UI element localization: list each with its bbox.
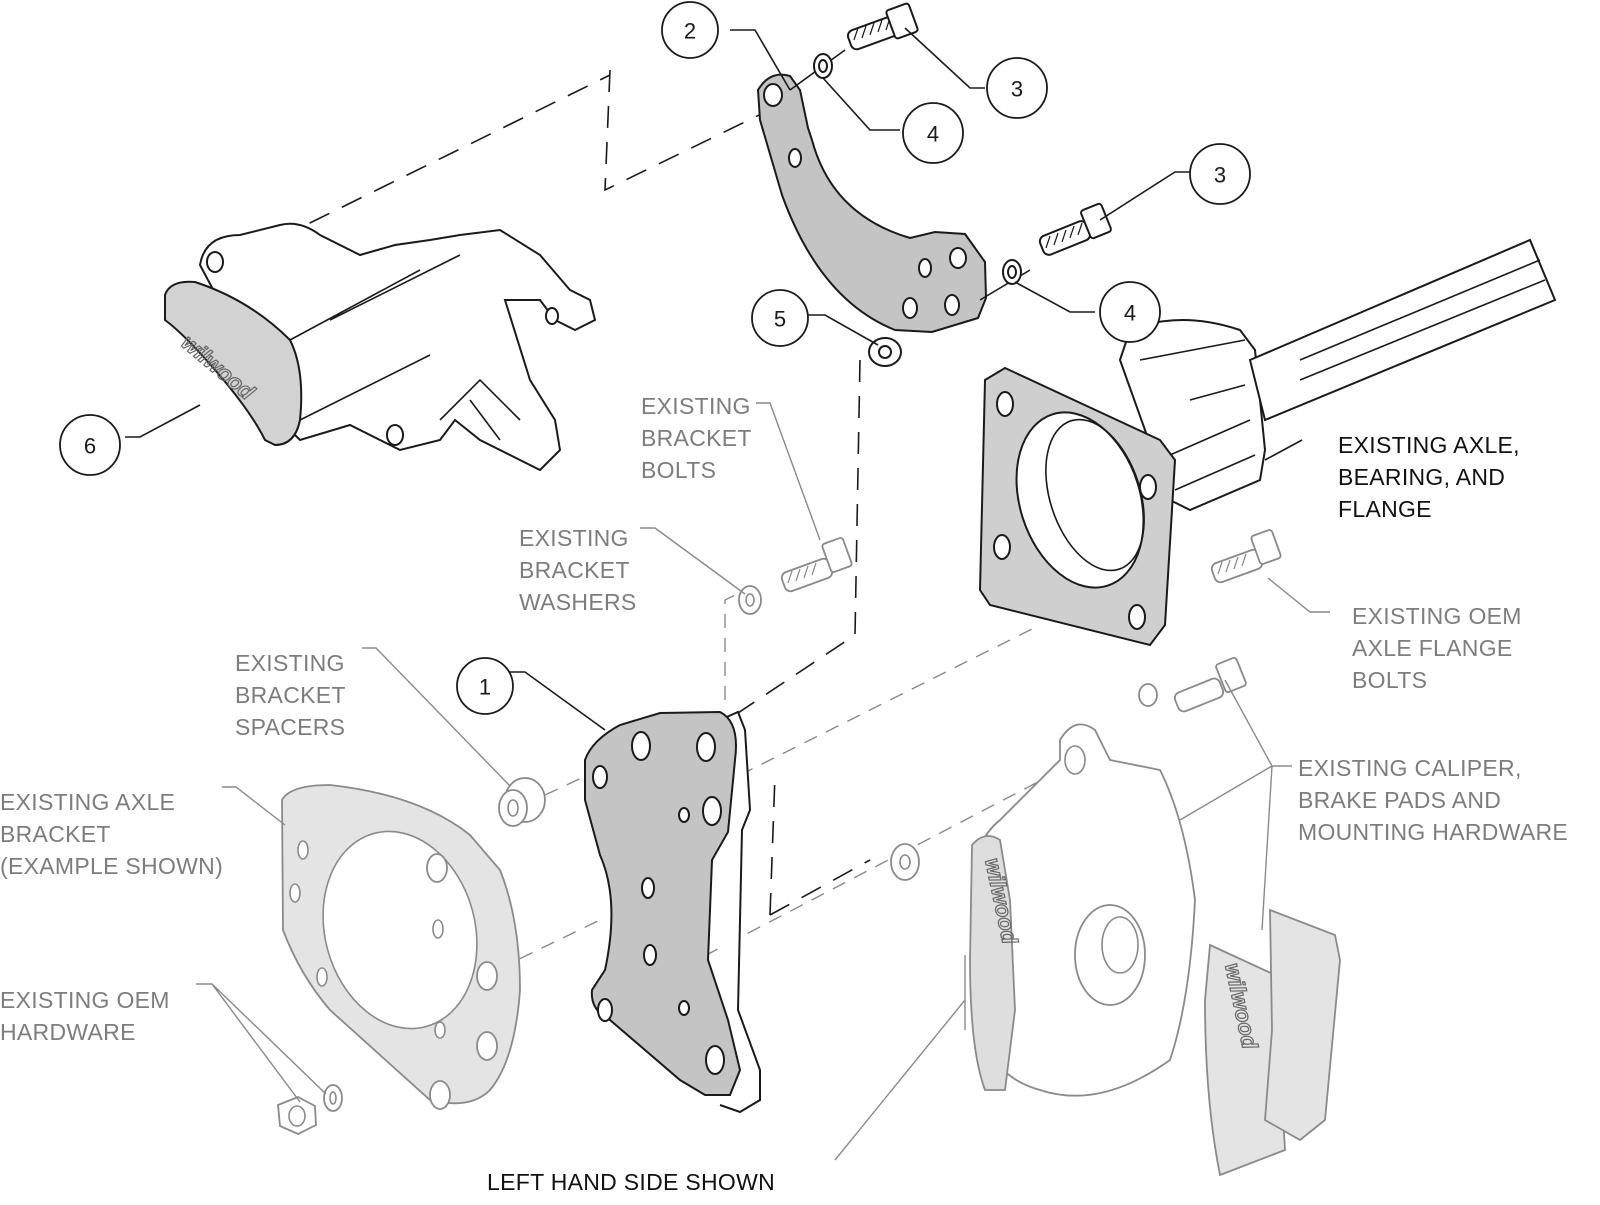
- label-existing-oem-hardware: EXISTING OEM HARDWARE: [0, 987, 170, 1045]
- label-existing-axle-bracket: EXISTING AXLE BRACKET (EXAMPLE SHOWN): [0, 789, 223, 879]
- centerline-bracket-lower: [769, 774, 776, 916]
- existing-brake-pads: wilwood: [1204, 908, 1341, 1177]
- svg-text:WASHERS: WASHERS: [519, 589, 637, 615]
- svg-text:4: 4: [927, 122, 939, 147]
- svg-text:FLANGE: FLANGE: [1338, 496, 1432, 522]
- svg-text:BEARING, AND: BEARING, AND: [1338, 464, 1505, 490]
- svg-text:EXISTING OEM: EXISTING OEM: [0, 987, 170, 1013]
- svg-text:EXISTING: EXISTING: [235, 650, 345, 676]
- svg-text:HARDWARE: HARDWARE: [0, 1019, 136, 1045]
- centerline-upper-left: [604, 69, 791, 192]
- svg-text:BRACKET: BRACKET: [235, 682, 346, 708]
- part-2-upper-bracket: [756, 73, 988, 334]
- existing-bracket-washer: [738, 585, 762, 615]
- svg-text:3: 3: [1011, 77, 1023, 102]
- existing-oem-hardware: [277, 1084, 343, 1135]
- svg-text:4: 4: [1124, 301, 1136, 326]
- svg-text:BRACKET: BRACKET: [641, 425, 752, 451]
- part-4-washer-lower: [1002, 259, 1022, 285]
- centerline-caliper-top: [244, 74, 611, 256]
- existing-caliper: wilwood: [834, 656, 1247, 1161]
- svg-text:1: 1: [479, 675, 491, 700]
- svg-text:BRACKET: BRACKET: [519, 557, 630, 583]
- centerline-washer: [724, 589, 746, 700]
- part-3-bolt-upper: [789, 2, 919, 91]
- label-existing-bracket-bolts: EXISTING BRACKET BOLTS: [641, 393, 752, 483]
- svg-text:BRACKET: BRACKET: [0, 821, 111, 847]
- label-existing-bracket-spacers: EXISTING BRACKET SPACERS: [235, 650, 346, 740]
- callout-6: 6: [59, 414, 121, 476]
- label-existing-axle-bearing-flange: EXISTING AXLE, BEARING, AND FLANGE: [1338, 432, 1520, 522]
- svg-text:EXISTING AXLE,: EXISTING AXLE,: [1338, 432, 1520, 458]
- existing-oem-axle-flange-bolt: [1210, 529, 1282, 584]
- label-existing-oem-axle-flange-bolts: EXISTING OEM AXLE FLANGE BOLTS: [1352, 603, 1522, 693]
- existing-bracket-bolt: [780, 537, 853, 593]
- part-5-spacer: [868, 337, 902, 367]
- centerline-spacer-5: [734, 359, 861, 716]
- svg-text:EXISTING: EXISTING: [641, 393, 751, 419]
- centerline-spacer: [544, 759, 621, 796]
- svg-text:BOLTS: BOLTS: [641, 457, 716, 483]
- svg-text:EXISTING AXLE: EXISTING AXLE: [0, 789, 175, 815]
- svg-text:AXLE FLANGE: AXLE FLANGE: [1352, 635, 1513, 661]
- centerline-caliper: [619, 759, 1081, 1001]
- callout-4-upper: 4: [902, 102, 964, 164]
- leader-lines: [125, 27, 1330, 1103]
- part-6-parking-caliper: wilwood: [164, 222, 597, 472]
- existing-bracket-spacer: [498, 777, 546, 827]
- existing-axle-flange: [978, 238, 1557, 647]
- svg-text:5: 5: [774, 307, 786, 332]
- callout-1: 1: [456, 657, 514, 715]
- centerline-bracket-lower-right: [769, 859, 871, 916]
- callout-4-lower: 4: [1099, 281, 1161, 343]
- svg-text:BOLTS: BOLTS: [1352, 667, 1427, 693]
- part-1-bracket: [584, 710, 761, 1114]
- callout-2: 2: [661, 1, 719, 59]
- svg-text:3: 3: [1214, 163, 1226, 188]
- svg-text:2: 2: [684, 19, 696, 44]
- svg-text:EXISTING: EXISTING: [519, 525, 629, 551]
- svg-text:(EXAMPLE SHOWN): (EXAMPLE SHOWN): [0, 853, 223, 879]
- svg-text:EXISTING OEM: EXISTING OEM: [1352, 603, 1522, 629]
- callout-balloons: 2 3 4 3 4 5 6 1: [59, 1, 1251, 715]
- part-3-bolt-lower: [979, 202, 1112, 301]
- callout-3-lower: 3: [1189, 143, 1251, 205]
- centerline-flange: [739, 624, 1041, 776]
- label-existing-bracket-washers: EXISTING BRACKET WASHERS: [519, 525, 637, 615]
- svg-text:SPACERS: SPACERS: [235, 714, 345, 740]
- callout-5: 5: [751, 289, 809, 347]
- callout-3-upper: 3: [986, 57, 1048, 119]
- existing-axle-bracket: [281, 784, 521, 1110]
- svg-text:BRAKE PADS AND: BRAKE PADS AND: [1298, 787, 1501, 813]
- svg-text:EXISTING CALIPER,: EXISTING CALIPER,: [1298, 755, 1522, 781]
- part-4-washer-upper: [813, 53, 833, 79]
- svg-text:MOUNTING HARDWARE: MOUNTING HARDWARE: [1298, 819, 1568, 845]
- caption-left-hand-side: LEFT HAND SIDE SHOWN: [487, 1169, 775, 1195]
- svg-text:6: 6: [84, 434, 96, 459]
- label-existing-caliper-pads-hardware: EXISTING CALIPER, BRAKE PADS AND MOUNTIN…: [1298, 755, 1568, 845]
